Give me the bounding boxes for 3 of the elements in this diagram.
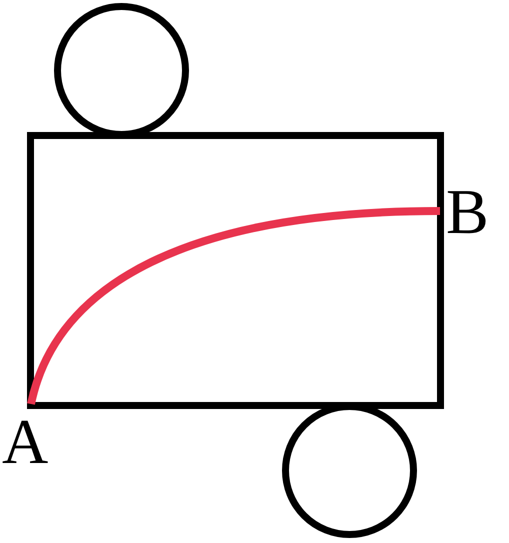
cart-body [27, 132, 444, 409]
point-label: B [446, 180, 489, 244]
point-label: A [2, 410, 48, 474]
